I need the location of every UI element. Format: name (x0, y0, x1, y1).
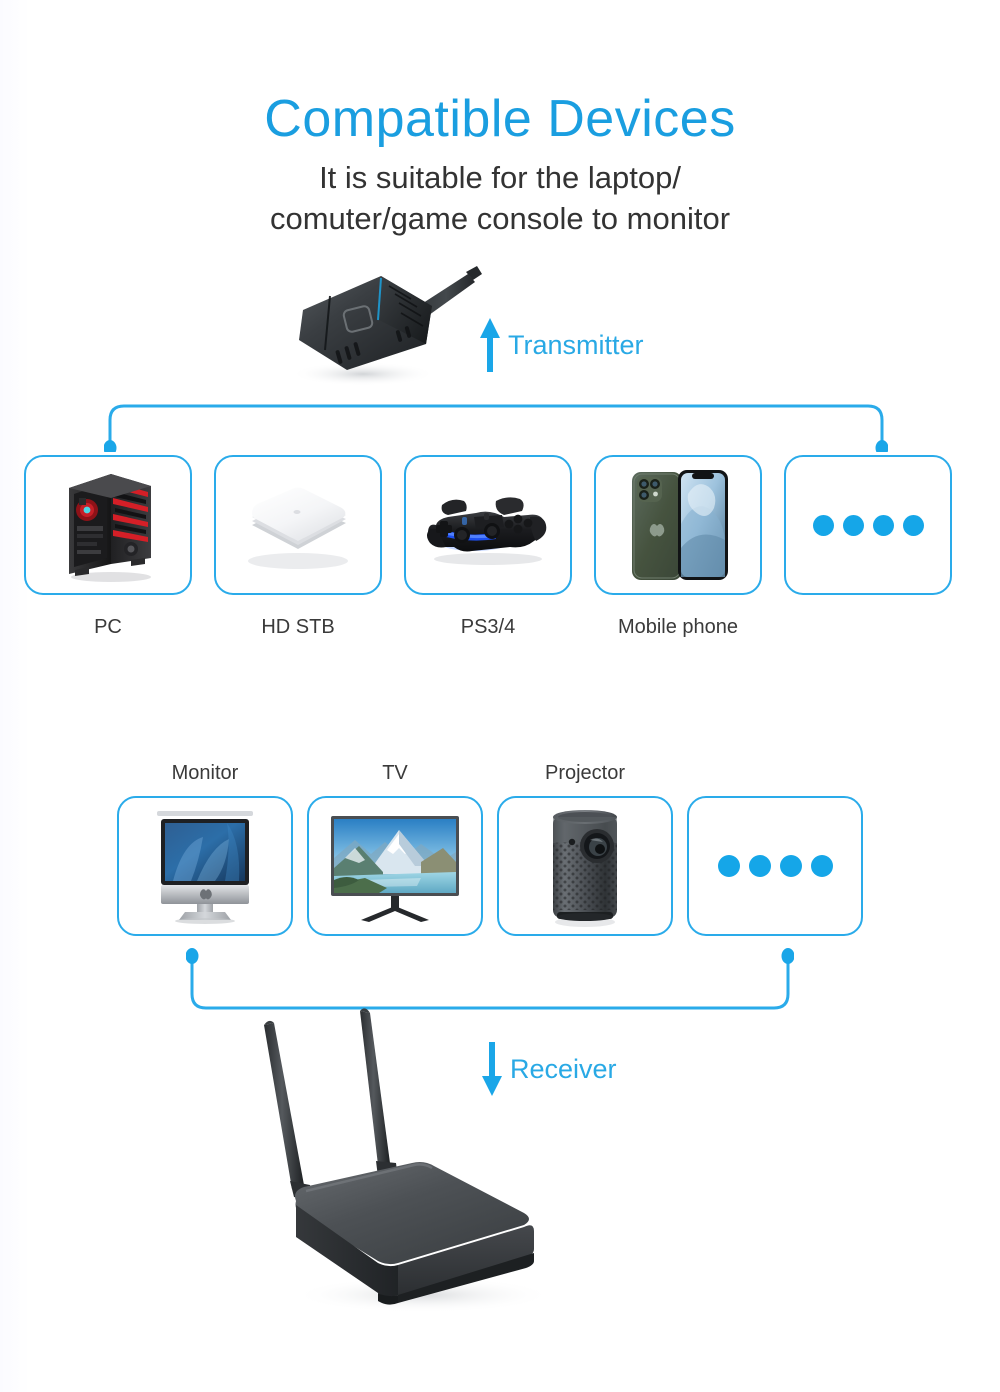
label-ps34: PS3/4 (460, 616, 516, 638)
label-hd-stb: HD STB (261, 616, 335, 638)
dot-4 (902, 514, 924, 536)
transmitter-label-group: Transmitter (478, 318, 644, 372)
receiver-label-group: Receiver (480, 1042, 617, 1096)
label-pc: PC (94, 616, 122, 638)
arrow-up-icon (478, 318, 502, 372)
more-dots-icon (717, 855, 833, 877)
receiver-label: Receiver (510, 1053, 617, 1084)
bracket-outputs-to-receiver (186, 948, 794, 1020)
label-monitor: Monitor (171, 762, 239, 784)
projector-icon (543, 804, 627, 928)
dot-3 (779, 855, 802, 877)
dot-1 (812, 514, 834, 536)
device-card-mobile-phone[interactable] (594, 455, 762, 595)
subtitle-line-1: It is suitable for the laptop/ (319, 159, 681, 195)
label-more-inputs (784, 616, 952, 639)
label-mobile-phone: Mobile phone (617, 616, 739, 638)
input-device-labels: PC HD STB PS3/4 Mobile phone (24, 616, 976, 639)
page-header: Compatible Devices It is suitable for th… (0, 0, 1000, 240)
device-card-more-outputs[interactable] (687, 796, 863, 936)
game-controller-icon (418, 483, 558, 567)
receiver-device-image (248, 1005, 578, 1325)
bracket-transmitter-to-inputs (104, 398, 888, 452)
transmitter-label: Transmitter (508, 329, 644, 360)
dot-4 (810, 855, 833, 877)
device-card-ps34[interactable] (404, 455, 572, 595)
dot-2 (748, 855, 771, 877)
device-card-tv[interactable] (307, 796, 483, 936)
output-device-row (117, 796, 883, 936)
page-title: Compatible Devices (264, 90, 736, 148)
label-more-outputs (687, 762, 863, 785)
more-dots-icon (812, 514, 924, 536)
imac-monitor-icon (139, 807, 271, 925)
smartphone-icon (626, 464, 730, 586)
device-card-monitor[interactable] (117, 796, 293, 936)
device-card-more-inputs[interactable] (784, 455, 952, 595)
label-projector: Projector (544, 762, 626, 784)
page-subtitle: It is suitable for the laptop/ comuter/g… (0, 157, 1000, 241)
input-device-row (24, 455, 976, 595)
device-card-pc[interactable] (24, 455, 192, 595)
device-card-projector[interactable] (497, 796, 673, 936)
arrow-down-icon (480, 1042, 504, 1096)
dot-2 (842, 514, 864, 536)
transmitter-device-image (285, 258, 495, 388)
label-tv: TV (382, 762, 408, 784)
dot-1 (717, 855, 740, 877)
dot-3 (872, 514, 894, 536)
television-icon (325, 810, 465, 922)
subtitle-line-2: comuter/game console to monitor (269, 201, 731, 237)
desktop-tower-icon (55, 466, 161, 584)
set-top-box-icon (234, 475, 362, 575)
output-device-labels: Monitor TV Projector (117, 762, 883, 785)
device-card-hd-stb[interactable] (214, 455, 382, 595)
